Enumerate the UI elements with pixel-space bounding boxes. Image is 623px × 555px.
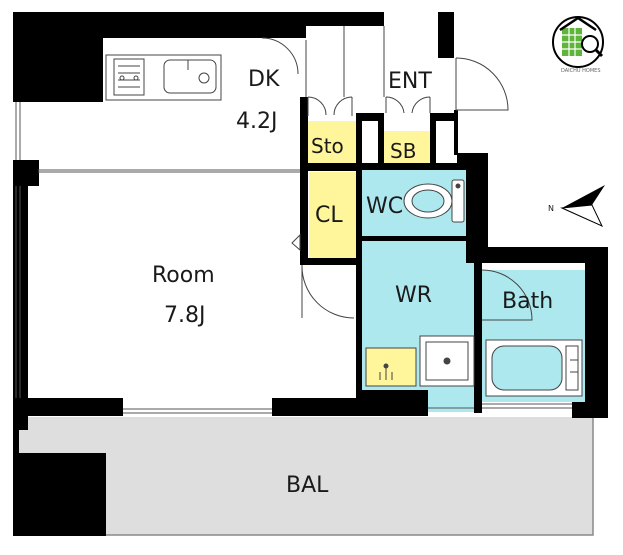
- wc-name: WC: [366, 194, 403, 219]
- ent-name: ENT: [388, 69, 432, 94]
- closet-floor: [309, 172, 356, 260]
- logo-text: DAICHU HOMES: [561, 68, 601, 74]
- logo-icon: [552, 16, 604, 68]
- bath-name: Bath: [502, 289, 553, 314]
- washbasin-fixture: [365, 347, 417, 387]
- dk-name: DK: [248, 67, 280, 92]
- compass-label: N: [548, 204, 554, 213]
- dk-size: 4.2J: [236, 109, 277, 134]
- compass-icon: N: [548, 185, 605, 228]
- closet-name: CL: [315, 203, 343, 228]
- wr-name: WR: [395, 283, 432, 308]
- shoe-box-name: SB: [390, 139, 416, 163]
- window-lines: [15, 102, 572, 414]
- door-swings: [261, 26, 533, 321]
- balcony-floor: [18, 417, 593, 535]
- walls: [13, 12, 608, 536]
- balcony-name: BAL: [286, 473, 329, 498]
- wr-floor-lower: [428, 392, 478, 412]
- room-name: Room: [152, 263, 215, 288]
- storage-floor: [307, 121, 357, 164]
- toilet-fixture: [403, 179, 465, 223]
- room-size: 7.8J: [164, 303, 205, 328]
- storage-name: Sto: [311, 134, 344, 158]
- bathtub-fixture: [485, 339, 583, 397]
- washing-machine-pan: [419, 335, 475, 387]
- kitchen-counter: [105, 54, 222, 101]
- shoe-box-floor: [384, 131, 432, 164]
